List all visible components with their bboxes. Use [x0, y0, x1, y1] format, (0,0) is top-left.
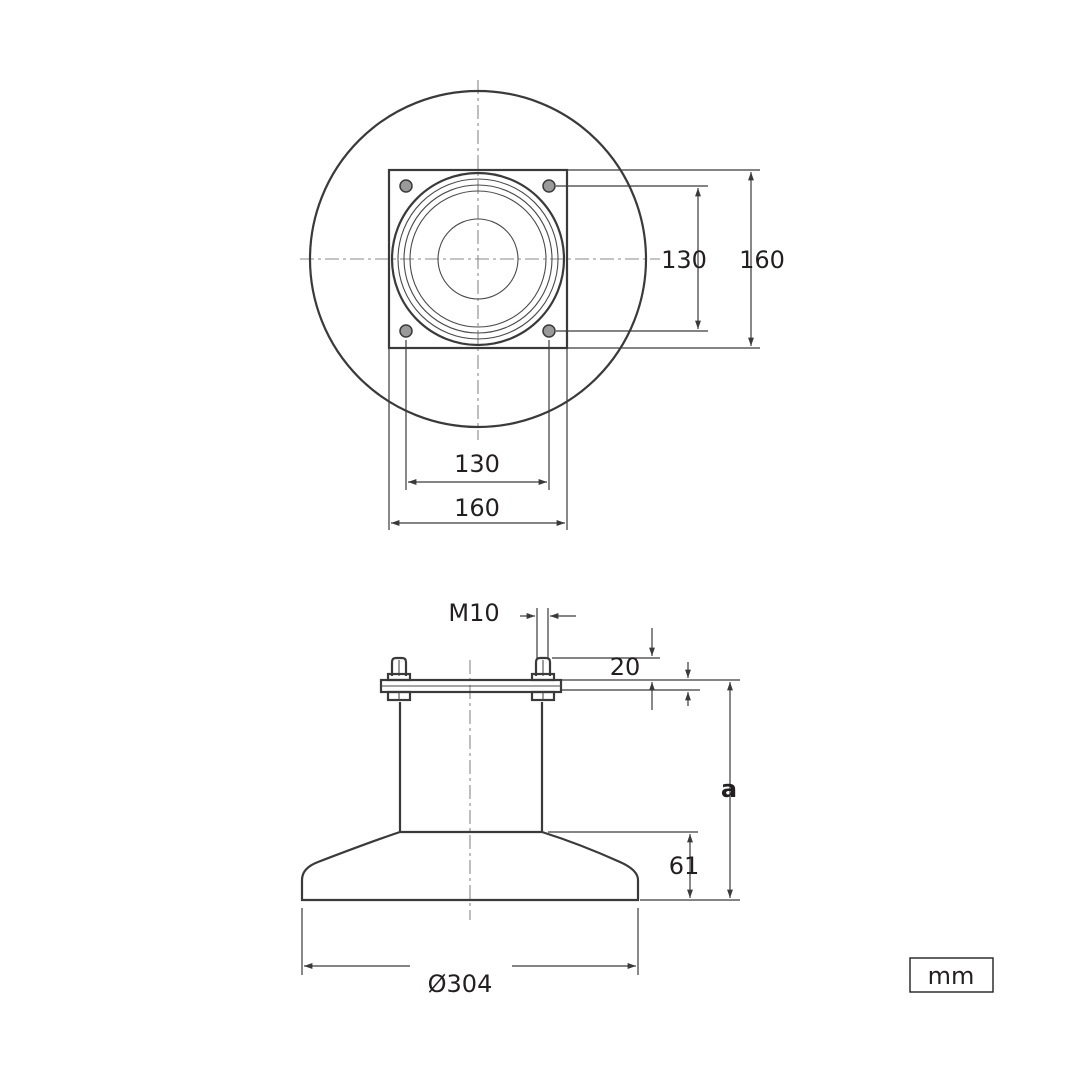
bolt-bottom-left	[399, 324, 413, 338]
unit-box: mm	[909, 957, 994, 993]
base-disc-outline	[308, 89, 648, 429]
dim-plate-thickness-label: 20	[610, 653, 641, 681]
stud-left	[386, 656, 412, 702]
dim-base-height: 61	[548, 831, 700, 898]
tube-bore	[437, 218, 519, 300]
unit-label: mm	[928, 962, 975, 990]
side-view: M10 20 a 61	[300, 599, 740, 998]
dim-plate-horizontal: 160	[388, 348, 568, 530]
dim-plate-vertical: 160	[567, 169, 785, 349]
tube-outer-ring	[390, 171, 566, 347]
dim-height: a	[640, 682, 740, 901]
top-view: 130 160 130 160	[300, 80, 785, 530]
dim-thread-label: M10	[448, 599, 499, 627]
tube-ring-3	[403, 184, 553, 334]
dim-base-height-label: 61	[669, 852, 700, 880]
bolt-top-left	[399, 179, 413, 193]
dim-plate-vertical-label: 160	[739, 246, 785, 274]
dim-base-diameter-label: Ø304	[428, 970, 493, 998]
dim-bolt-spacing-horizontal-label: 130	[454, 450, 500, 478]
dim-height-label: a	[721, 775, 737, 803]
dim-plate-thickness: 20	[552, 628, 740, 710]
bolt-bottom-right	[542, 324, 556, 338]
tube-ring-2	[397, 178, 559, 340]
tube-ring-4	[409, 190, 547, 328]
dim-bolt-spacing-vertical: 130	[556, 185, 708, 332]
mounting-plate	[387, 168, 569, 350]
dim-thread: M10	[448, 599, 576, 658]
dim-plate-horizontal-label: 160	[454, 494, 500, 522]
dim-bolt-spacing-vertical-label: 130	[661, 246, 707, 274]
dim-base-diameter: Ø304	[301, 908, 639, 998]
stud-right	[530, 656, 556, 702]
bolt-top-right	[542, 179, 556, 193]
dim-bolt-spacing-horizontal: 130	[405, 340, 550, 490]
